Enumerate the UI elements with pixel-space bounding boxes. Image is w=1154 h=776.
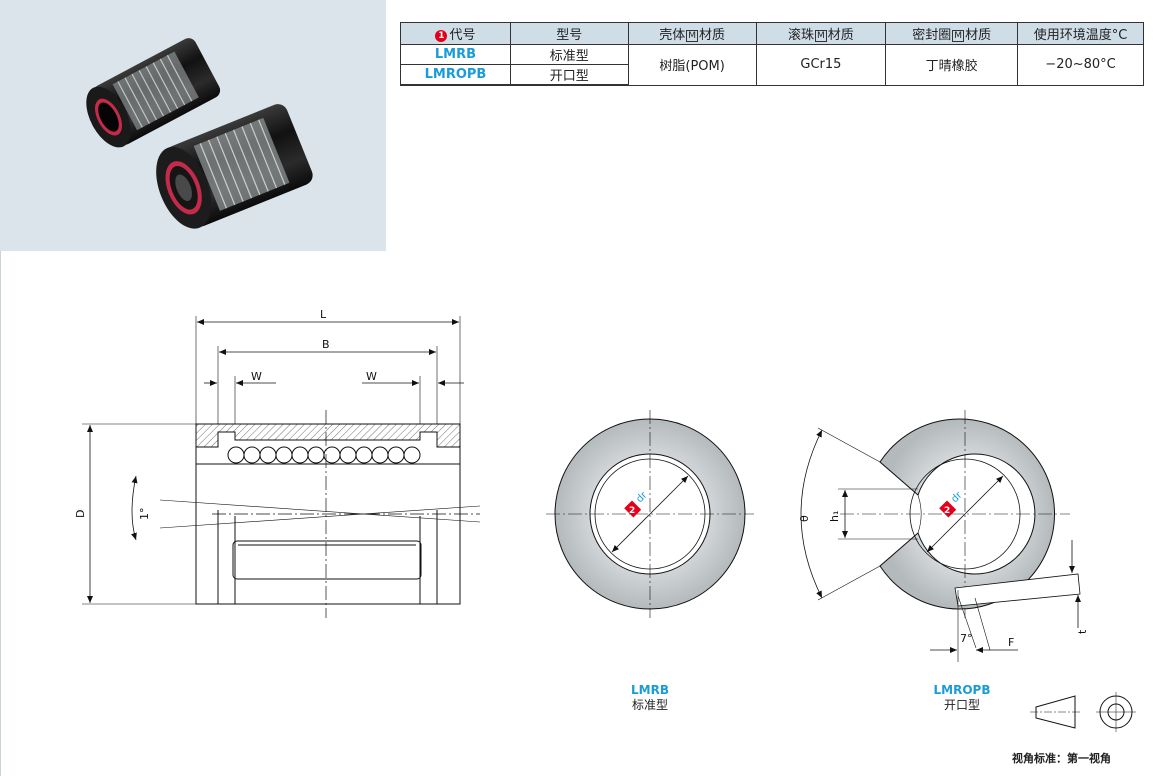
ball-material-value: GCr15 <box>755 44 887 86</box>
svg-text:2: 2 <box>629 506 635 516</box>
temperature-value: −20~80°C <box>1017 44 1144 86</box>
table-row: LMRB 标准型 树脂(POM) GCr15 丁晴橡胶 −20~80°C <box>400 44 1144 86</box>
product-photo <box>0 0 386 251</box>
caption-standard: LMRB 标准型 <box>631 683 669 712</box>
shell-material-value: 树脂(POM) <box>627 44 757 86</box>
material-mark-icon: M <box>815 30 827 42</box>
dim-label-F: F <box>1008 636 1014 649</box>
side-section-view <box>82 316 481 618</box>
row-type: 标准型 <box>509 44 629 65</box>
material-mark-icon: M <box>952 30 965 42</box>
dim-label-t: t <box>1076 629 1089 634</box>
ball-row <box>227 446 421 464</box>
dim-label-7deg: 7° <box>960 632 973 645</box>
row-code: LMRB <box>400 44 511 65</box>
dim-label-angle: 1° <box>138 508 151 521</box>
row-code: LMROPB <box>400 64 511 86</box>
view-standard-note: 视角标准：第一视角 <box>1012 752 1111 765</box>
front-view-standard: 2 dr <box>546 410 754 618</box>
svg-text:2: 2 <box>944 506 950 516</box>
seal-material-value: 丁晴橡胶 <box>885 44 1019 86</box>
bearing-standard-photo <box>156 104 313 229</box>
dim-label-W: W <box>251 370 262 383</box>
dim-label-theta: θ <box>798 515 811 522</box>
dim-label-W: W <box>366 370 377 383</box>
header-model: 型号 <box>509 22 629 45</box>
dim-label-h1: h₁ <box>828 511 841 522</box>
material-mark-icon: M <box>686 30 698 42</box>
header-temperature: 使用环境温度°C <box>1017 22 1144 45</box>
bearing-open-photo <box>86 38 221 148</box>
technical-drawing: L B W W D 1° 2 dr 2 dr <box>74 308 1136 732</box>
dim-label-D: D <box>74 510 87 518</box>
dim-label-B: B <box>322 338 330 351</box>
caption-open: LMROPB 开口型 <box>933 683 991 712</box>
table-row: LMROPB 开口型 <box>400 64 1144 86</box>
front-view-open: 2 dr <box>800 410 1081 662</box>
number-badge-icon: 1 <box>435 30 448 42</box>
dim-label-L: L <box>320 308 327 321</box>
row-type: 开口型 <box>509 64 629 86</box>
projection-symbol-icon <box>1030 692 1136 732</box>
page-border-left <box>0 251 1 776</box>
dim-label-dr: dr <box>949 489 965 505</box>
dr-badge-icon <box>939 500 957 518</box>
dr-badge-icon <box>624 500 642 518</box>
